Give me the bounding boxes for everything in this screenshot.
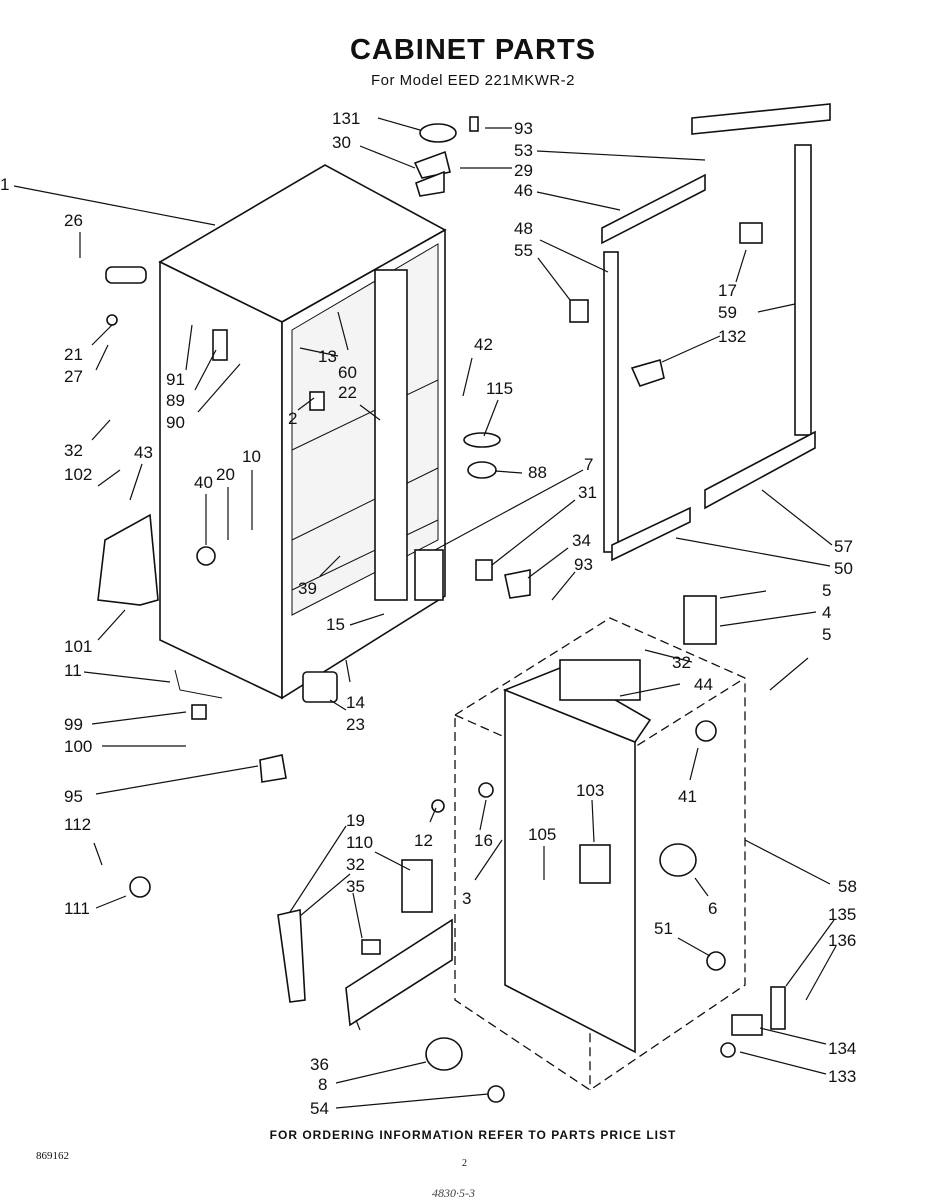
callout: 40 [194,473,213,492]
callout: 7 [584,455,593,474]
callout: 102 [64,465,92,484]
callout: 15 [326,615,345,634]
callout: 32 [346,855,365,874]
callout: 20 [216,465,235,484]
callout: 57 [834,537,853,556]
callout: 100 [64,737,92,756]
callout: 112 [64,815,91,834]
callout: 42 [474,335,493,354]
callout-labels: 131 30 93 53 29 46 1 26 48 55 17 59 132 … [0,109,857,1118]
callout: 5 [822,625,831,644]
callout: 46 [514,181,533,200]
callout: 32 [672,653,691,672]
callout: 27 [64,367,83,386]
callout: 53 [514,141,533,160]
callout: 14 [346,693,365,712]
callout: 1 [0,175,9,194]
model-subtitle: For Model EED 221MKWR-2 [370,72,576,89]
callout: 95 [64,787,83,806]
callout: 39 [298,579,317,598]
callout: 12 [414,831,433,850]
callout: 5 [822,581,831,600]
callout: 136 [828,931,856,950]
door-gasket-frame [601,103,831,562]
callout: 11 [64,661,82,680]
callout: 22 [338,383,357,402]
leader-lines [13,117,837,1109]
callout: 58 [838,877,857,896]
callout: 2 [288,409,297,428]
callout: 59 [718,303,737,322]
callout: 48 [514,219,533,238]
callout: 93 [574,555,593,574]
callout: 8 [318,1075,327,1094]
cabinet-shell [158,164,447,700]
callout: 135 [828,905,856,924]
callout: 36 [310,1055,329,1074]
page-number: 2 [462,1158,467,1169]
page-title: CABINET PARTS [349,34,597,66]
callout: 21 [64,345,83,364]
callout: 131 [332,109,360,128]
callout: 4 [822,603,831,622]
callout: 26 [64,211,83,230]
callout: 43 [134,443,153,462]
callout: 51 [654,919,673,938]
callout: 10 [242,447,261,466]
callout: 50 [834,559,853,578]
callout: 134 [828,1039,856,1058]
callout: 91 [166,370,185,389]
small-parts [97,116,786,1103]
callout: 88 [528,463,547,482]
callout: 19 [346,811,365,830]
callout: 54 [310,1099,329,1118]
callout: 101 [64,637,92,656]
callout: 29 [514,161,533,180]
callout: 90 [166,413,185,432]
callout: 105 [528,825,556,844]
callout: 35 [346,877,365,896]
callout: 60 [338,363,357,382]
callout: 34 [572,531,591,550]
callout: 93 [514,119,533,138]
callout: 16 [474,831,493,850]
callout: 103 [576,781,604,800]
callout: 99 [64,715,83,734]
callout: 17 [718,281,737,300]
callout: 3 [462,889,471,908]
callout: 13 [318,347,337,366]
lower-cabinet [454,617,746,1091]
callout: 30 [332,133,351,152]
callout: 44 [694,675,713,694]
callout: 110 [346,833,373,852]
callout: 111 [64,899,90,918]
callout: 41 [678,787,697,806]
handwritten-note: 4830·5-3 [432,1186,475,1200]
callout: 89 [166,391,185,410]
callout: 132 [718,327,746,346]
callout: 133 [828,1067,856,1086]
callout: 23 [346,715,365,734]
ordering-note: FOR ORDERING INFORMATION REFER TO PARTS … [269,1128,677,1142]
callout: 55 [514,241,533,260]
callout: 115 [486,379,513,398]
callout: 32 [64,441,83,460]
callout: 6 [708,899,717,918]
callout: 31 [578,483,597,502]
document-number: 869162 [36,1150,69,1162]
